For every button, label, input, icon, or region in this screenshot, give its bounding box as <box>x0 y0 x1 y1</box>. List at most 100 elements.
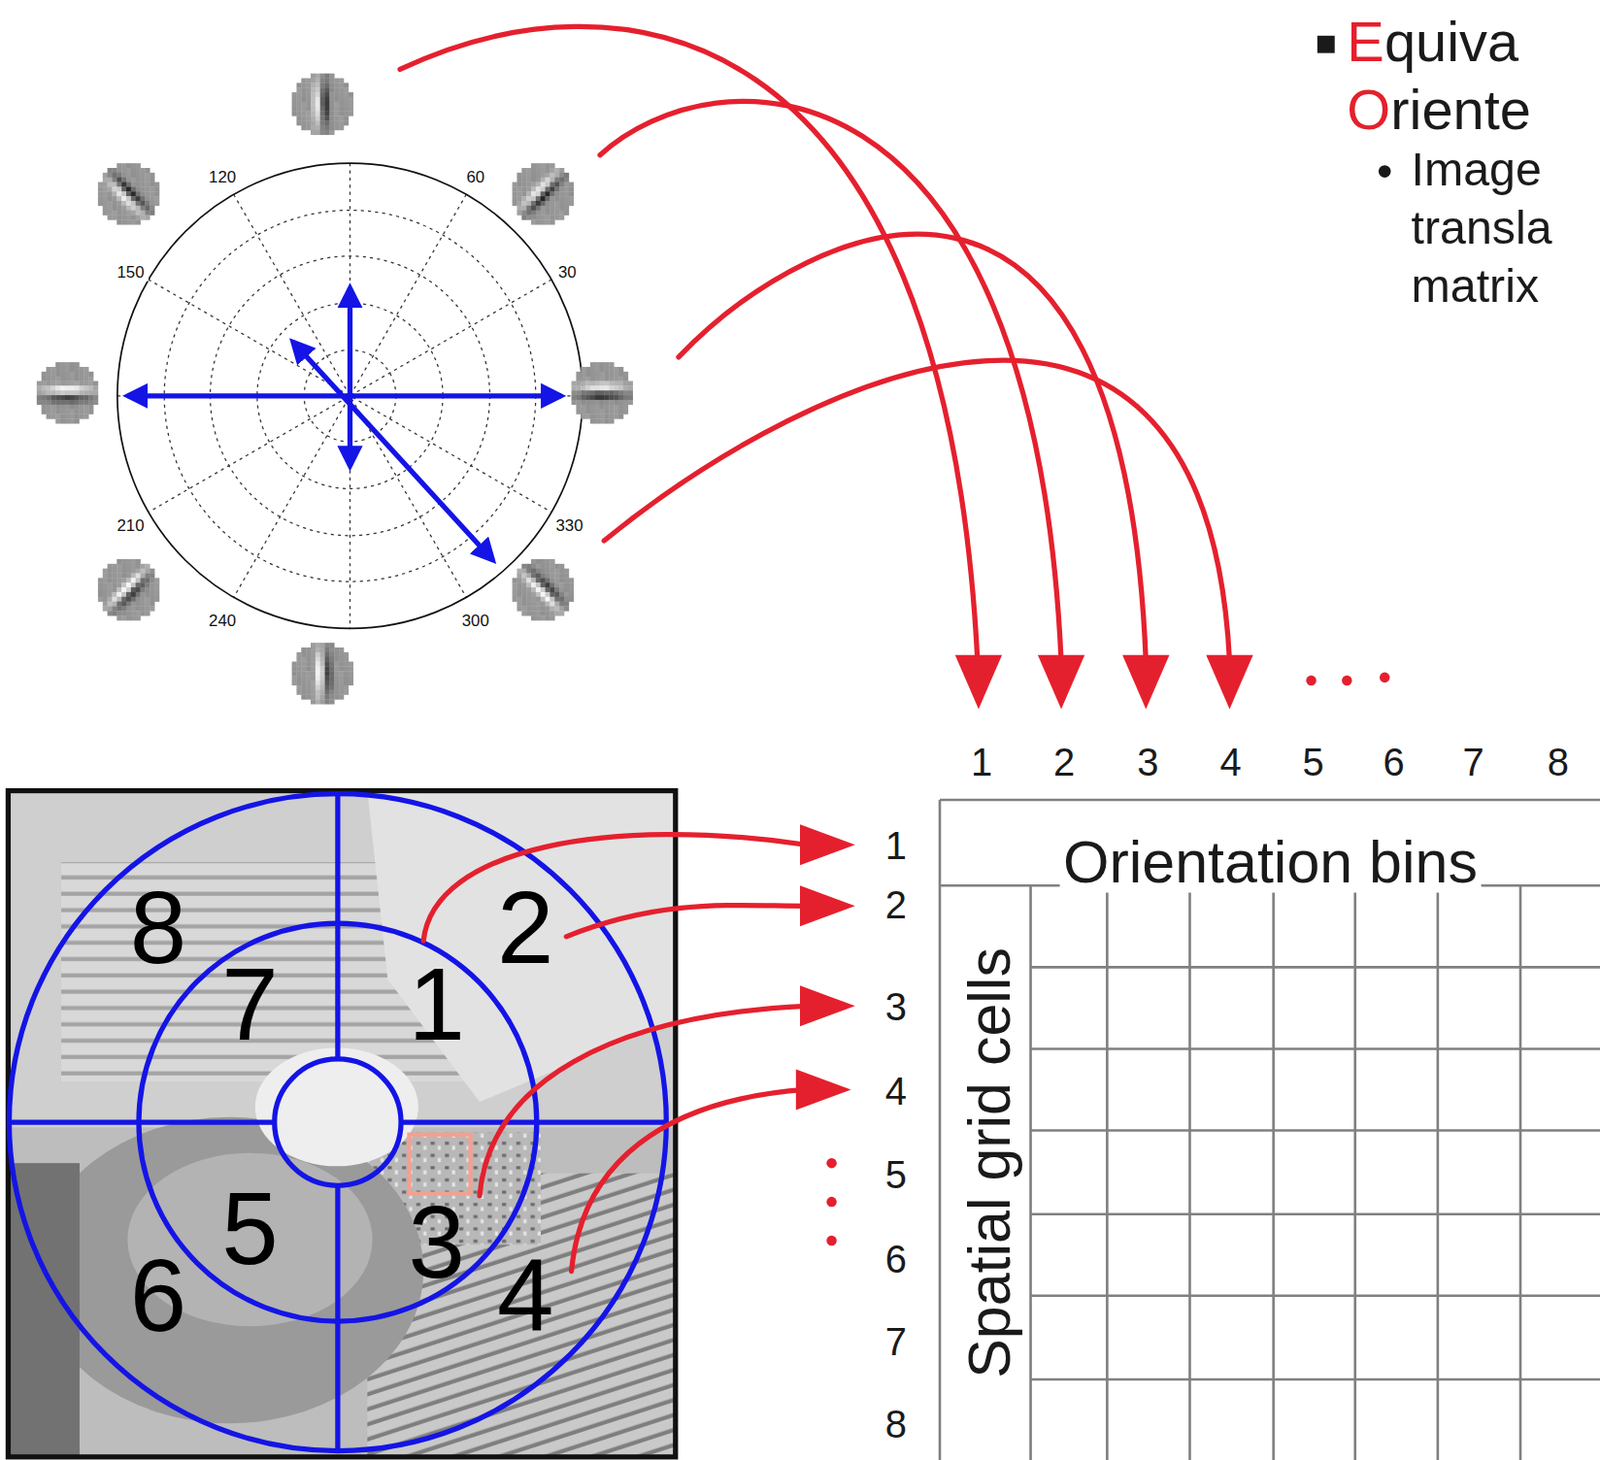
patch-pixel <box>559 172 565 178</box>
patch-pixel <box>310 97 316 102</box>
patch-pixel <box>126 587 132 593</box>
patch-pixel <box>516 568 522 574</box>
patch-pixel <box>296 680 301 686</box>
patch-pixel <box>74 381 80 387</box>
patch-pixel <box>540 200 546 206</box>
patch-pixel <box>600 404 605 410</box>
patch-pixel <box>126 615 132 621</box>
red-arrowhead <box>955 655 1002 710</box>
axis-label: Orientation bins <box>1059 832 1482 894</box>
patch-pixel <box>325 690 331 696</box>
patch-pixel <box>111 182 117 188</box>
patch-pixel <box>516 191 522 197</box>
patch-pixel <box>333 675 339 681</box>
patch-pixel <box>88 400 94 405</box>
patch-pixel <box>93 400 99 405</box>
patch-pixel <box>144 177 150 183</box>
patch-pixel <box>296 115 301 121</box>
patch-pixel <box>549 592 555 598</box>
patch-pixel <box>305 680 311 686</box>
patch-pixel <box>531 564 536 569</box>
patch-pixel <box>329 97 334 102</box>
patch-pixel <box>102 587 108 593</box>
patch-pixel <box>531 172 536 178</box>
patch-pixel <box>78 376 84 382</box>
patch-pixel <box>41 404 47 410</box>
patch-pixel <box>315 87 321 93</box>
patch-pixel <box>549 615 555 621</box>
patch-pixel <box>98 592 103 598</box>
patch-pixel <box>144 592 150 598</box>
patch-pixel <box>559 601 565 607</box>
patch-pixel <box>333 680 339 686</box>
patch-pixel <box>512 182 518 188</box>
patch-pixel <box>526 582 532 588</box>
patch-pixel <box>60 381 66 387</box>
patch-pixel <box>575 390 581 396</box>
patch-pixel <box>564 191 569 197</box>
patch-pixel <box>329 130 334 135</box>
patch-pixel <box>126 592 132 598</box>
patch-pixel <box>50 404 56 410</box>
red-dot <box>826 1197 837 1208</box>
patch-pixel <box>111 582 117 588</box>
patch-pixel <box>111 564 117 569</box>
patch-pixel <box>107 592 113 598</box>
patch-pixel <box>116 568 122 574</box>
patch-pixel <box>154 592 160 598</box>
column-number: 3 <box>1136 743 1159 783</box>
patch-pixel <box>549 610 555 616</box>
patch-pixel <box>315 78 321 84</box>
patch-pixel <box>46 381 52 387</box>
patch-pixel <box>540 601 546 607</box>
patch-pixel <box>131 163 136 168</box>
patch-pixel <box>608 381 614 387</box>
patch-pixel <box>338 657 344 663</box>
patch-pixel <box>600 395 605 400</box>
patch-pixel <box>292 675 298 681</box>
patch-pixel <box>78 400 84 405</box>
patch-pixel <box>135 559 141 565</box>
patch-pixel <box>296 690 301 696</box>
patch-pixel <box>107 191 113 197</box>
patch-pixel <box>116 172 122 178</box>
patch-pixel <box>310 87 316 93</box>
patch-pixel <box>320 82 326 88</box>
patch-pixel <box>325 694 331 700</box>
patch-pixel <box>604 376 610 382</box>
patch-pixel <box>320 110 326 116</box>
patch-pixel <box>60 376 66 382</box>
patch-pixel <box>292 97 298 102</box>
patch-pixel <box>315 694 321 700</box>
patch-pixel <box>69 362 75 367</box>
patch-pixel <box>121 172 127 178</box>
patch-pixel <box>98 587 103 593</box>
patch-pixel <box>69 400 75 405</box>
patch-pixel <box>65 413 70 419</box>
patch-pixel <box>305 657 311 663</box>
patch-pixel <box>296 110 301 116</box>
patch-pixel <box>111 210 117 216</box>
patch-pixel <box>140 592 146 598</box>
patch-pixel <box>111 573 117 579</box>
patch-pixel <box>531 615 536 621</box>
patch-pixel <box>531 597 536 602</box>
patch-pixel <box>559 582 565 588</box>
patch-pixel <box>149 568 155 574</box>
patch-pixel <box>521 577 527 583</box>
patch-pixel <box>549 163 555 168</box>
patch-pixel <box>540 592 546 598</box>
patch-pixel <box>144 215 150 221</box>
patch-pixel <box>580 381 586 387</box>
patch-pixel <box>144 577 150 583</box>
patch-pixel <box>595 395 600 400</box>
patch-pixel <box>531 215 536 221</box>
patch-pixel <box>526 601 532 607</box>
filter-patch <box>98 559 160 621</box>
patch-pixel <box>121 587 127 593</box>
patch-pixel <box>102 568 108 574</box>
grid-divider <box>400 1119 667 1125</box>
patch-pixel <box>111 196 117 201</box>
patch-pixel <box>329 106 334 112</box>
patch-pixel <box>338 87 344 93</box>
